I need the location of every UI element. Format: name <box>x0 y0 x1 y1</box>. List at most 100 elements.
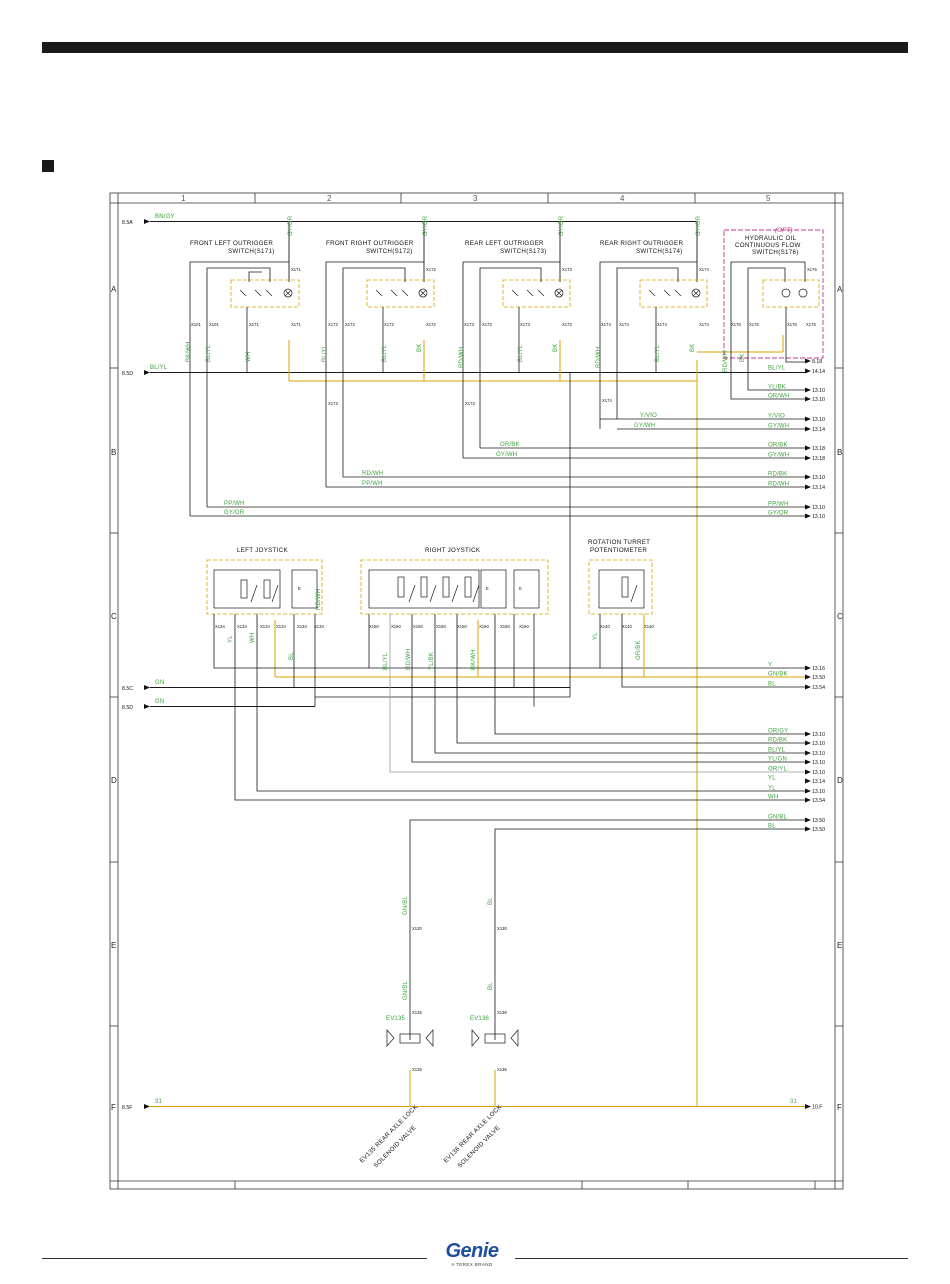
ref-arrow-icon <box>805 416 811 422</box>
row-label: E <box>111 941 116 950</box>
ref-arrow-icon <box>805 684 811 690</box>
ref-label: 13.10 <box>812 505 825 511</box>
switch-title: HYDRAULIC OIL <box>745 235 797 242</box>
wire-label: YL/BK <box>429 652 435 670</box>
section-marker <box>42 160 54 172</box>
option-tag: (OPT) <box>775 227 793 234</box>
row-label: F <box>111 1103 116 1112</box>
ref-arrow-icon <box>805 778 811 784</box>
wire-label: BL <box>488 897 494 905</box>
column-label: 3 <box>473 194 478 203</box>
wire-label: OR/BK <box>500 442 520 448</box>
ref-arrow-icon <box>805 740 811 746</box>
ref-arrow-icon <box>805 474 811 480</box>
ref-label: 13.10 <box>812 741 825 747</box>
ref-arrow-icon <box>805 396 811 402</box>
diagram-frame <box>109 192 844 1190</box>
row-label: D <box>837 776 843 785</box>
ref-arrow-icon <box>805 665 811 671</box>
wire-label: BK <box>690 344 696 352</box>
outrigger-switch: REAR LEFT OUTRIGGER SWITCH(S173) GY/OR X… <box>459 215 572 458</box>
joystick-title: RIGHT JOYSTICK <box>425 547 481 554</box>
switch-title: FRONT LEFT OUTRIGGER <box>190 240 273 247</box>
wire-label: PP/WH <box>768 502 789 508</box>
wire-label: OR/BK <box>636 640 642 660</box>
connector-label: X176 <box>749 322 759 327</box>
wire-label: BL/YL <box>383 652 389 670</box>
wire-label: BK/WH <box>471 649 477 670</box>
column-label: 2 <box>327 194 332 203</box>
genie-logo: Genie A TEREX BRAND <box>432 1240 512 1274</box>
wire-label: Y/VIO <box>640 413 657 419</box>
ref-label: 13.14 <box>812 779 825 785</box>
connector-label: X172 <box>426 267 436 272</box>
row-labels: A A B B C C D D E E F F <box>111 285 843 1112</box>
ref-label: 8.5D <box>122 371 133 377</box>
wire-label: RD/BK <box>768 738 787 744</box>
connector-label: X135 <box>412 1010 422 1015</box>
column-label: 5 <box>766 194 771 203</box>
connector-label: X174 <box>602 398 612 403</box>
wire-label: BL <box>488 982 494 990</box>
connector-label: X140 <box>644 624 654 629</box>
switch-title: REAR LEFT OUTRIGGER <box>465 240 544 247</box>
wire-label: PP/WH <box>224 501 245 507</box>
wire-label: BL/YL <box>768 748 786 754</box>
connector-label: X150 <box>436 624 446 629</box>
wire-label: BL <box>289 652 295 660</box>
ref-arrow-icon <box>805 358 811 364</box>
switch-title: SWITCH(S174) <box>636 248 683 255</box>
switch-title: SWITCH(S172) <box>366 248 413 255</box>
connector-label: X173 <box>465 401 475 406</box>
wire-label: PP/WH <box>362 481 383 487</box>
wire-label: GY/OR <box>768 511 789 517</box>
wire-label: GY/WH <box>768 424 789 430</box>
joystick-title: ROTATION TURRET <box>588 539 650 546</box>
connector-label: X134 <box>297 624 307 629</box>
switch-title: REAR RIGHT OUTRIGGER <box>600 240 683 247</box>
row-label: F <box>837 1103 842 1112</box>
connector-label: X176 <box>787 322 797 327</box>
ref-arrow-icon <box>805 368 811 374</box>
wire-label: WH <box>250 633 256 643</box>
wire-label: WH <box>246 352 252 362</box>
switch-symbol: E <box>519 586 522 591</box>
connector-label: X150 <box>479 624 489 629</box>
main-wires <box>150 221 805 707</box>
ref-arrow-icon <box>805 1104 811 1109</box>
ref-label: 13.50 <box>812 818 825 824</box>
wire-label: BL <box>768 682 776 688</box>
column-label: 1 <box>181 194 186 203</box>
connector-label: X135 <box>412 1067 422 1072</box>
valve-ref: EV135 <box>386 1016 405 1022</box>
row-label: C <box>837 612 843 621</box>
logo-word: Genie <box>445 1240 499 1262</box>
ref-arrow-icon <box>805 455 811 461</box>
switch-title: SWITCH(S176) <box>752 249 799 256</box>
left-references: 8.5A BN/GY 8.5D BL/YL 8.5C GN 8.5D GN 8.… <box>122 214 174 1111</box>
footer-rule <box>515 1258 908 1259</box>
connector-label: X174 <box>657 322 667 327</box>
connector-label: X173 <box>562 267 572 272</box>
connector-label: X150 <box>413 624 423 629</box>
wire-label: GY/WH <box>768 453 789 459</box>
wire-label: BL/YL <box>518 344 524 362</box>
row-label: B <box>111 448 116 457</box>
valve-ref: EV136 <box>470 1016 489 1022</box>
wire-label: GY/OR <box>288 215 294 236</box>
connector-label: X173 <box>520 322 530 327</box>
wire-label: BK/WH <box>186 341 192 362</box>
wire-label: BL/YL <box>206 344 212 362</box>
switch-symbol: E <box>486 586 489 591</box>
wire-label: GN <box>155 699 164 705</box>
joystick-title: POTENTIOMETER <box>590 547 647 554</box>
right-bus-wires <box>190 372 805 698</box>
ref-arrow-icon <box>805 445 811 451</box>
ground-bus <box>150 335 805 1107</box>
ref-arrow-icon <box>805 484 811 490</box>
wire-label: RD/WH <box>459 347 465 368</box>
wire-label: GY/OR <box>423 215 429 236</box>
wire-label: YL <box>593 632 599 640</box>
ref-label: 13.10 <box>812 388 825 394</box>
